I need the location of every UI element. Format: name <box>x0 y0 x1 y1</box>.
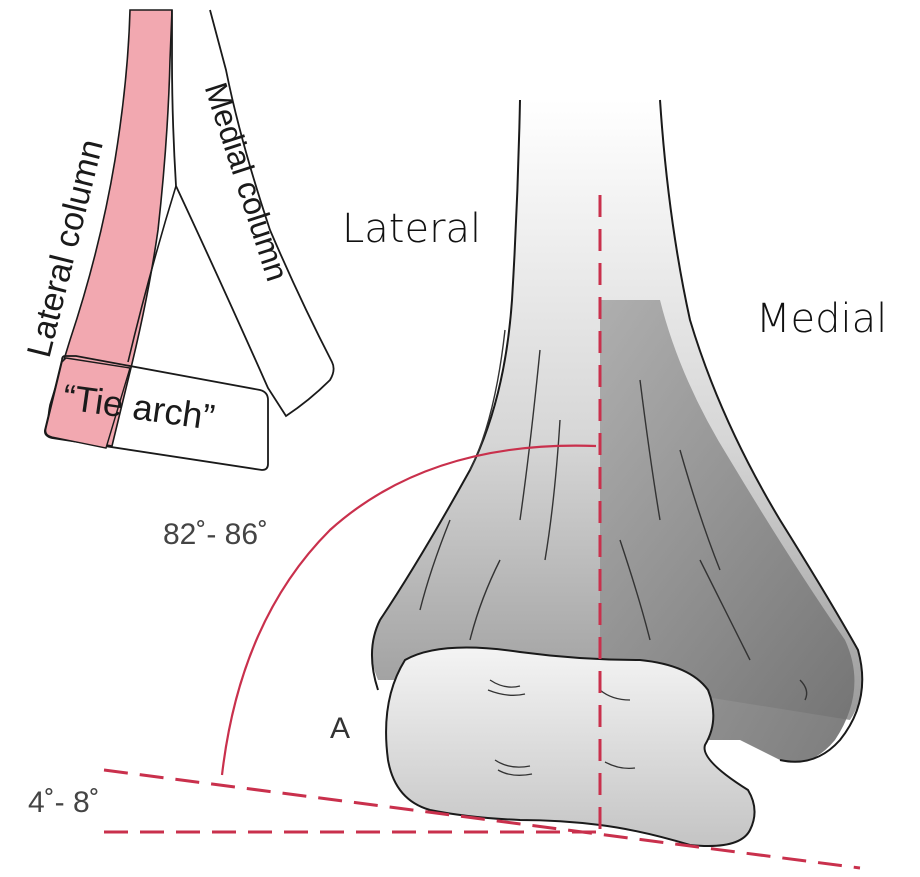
panel-label-a: A <box>330 712 350 746</box>
medial-label: Medial <box>756 296 887 342</box>
angle-label-4-8: 4˚- 8˚ <box>28 786 100 820</box>
lateral-label: Lateral <box>342 206 481 252</box>
angle-label-82-86: 82˚- 86˚ <box>163 518 268 552</box>
